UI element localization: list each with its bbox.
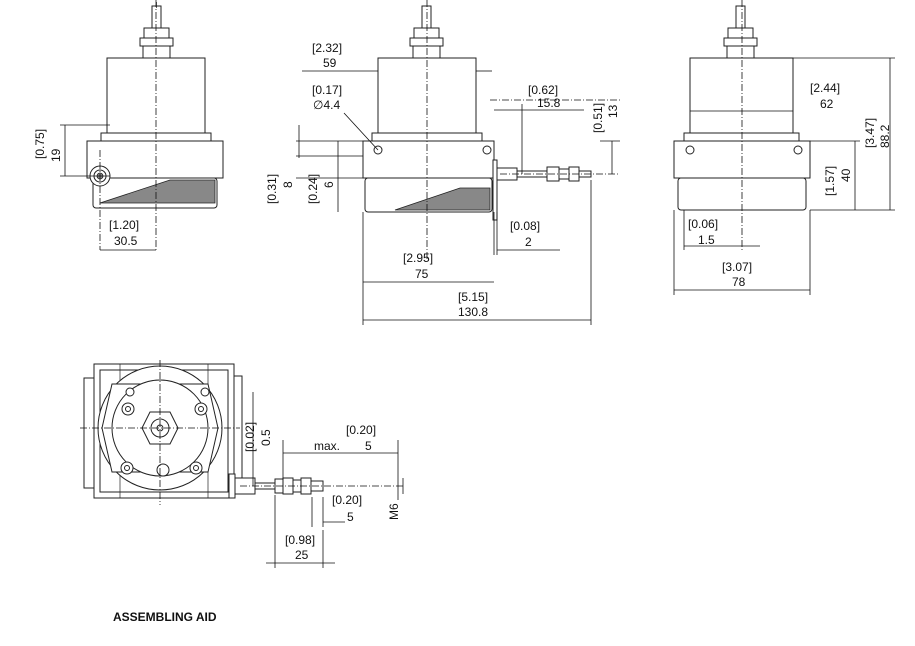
front-base-mm: 8	[281, 181, 295, 188]
front-plate-inch: [0.24]	[306, 174, 320, 204]
front-rod-mm: 15.8	[537, 96, 561, 110]
right-height-inch: [3.47]	[863, 118, 877, 148]
left-offset-inch: [1.20]	[109, 218, 139, 232]
top-length-mm: 25	[295, 548, 309, 562]
front-base-inch: [0.31]	[265, 174, 279, 204]
front-rodh-mm: 13	[606, 104, 620, 118]
right-inner-inch: [2.44]	[810, 81, 840, 95]
top-maxlen-inch: [0.20]	[346, 423, 376, 437]
top-length-inch: [0.98]	[285, 533, 315, 547]
right-width-mm: 78	[732, 275, 746, 289]
front-total-mm: 130.8	[458, 305, 488, 319]
side-view-right	[673, 0, 895, 295]
front-top-inch: [2.32]	[312, 41, 342, 55]
top-axis-inch: [0.02]	[243, 422, 257, 452]
left-offset-mm: 30.5	[114, 234, 138, 248]
front-width-inch: [2.95]	[403, 251, 433, 265]
front-plate-mm: 6	[322, 181, 336, 188]
front-width-mm: 75	[415, 267, 429, 281]
top-axis-mm: 0.5	[259, 429, 273, 446]
assembling-aid-caption: ASSEMBLING AID	[113, 610, 217, 624]
front-hole-mm: ∅4.4	[313, 98, 340, 112]
right-inner-mm: 62	[820, 97, 834, 111]
top-max-label: max.	[314, 439, 340, 453]
right-off-inch: [0.06]	[688, 217, 718, 231]
top-thread: M6	[387, 503, 401, 520]
left-height-mm: 19	[49, 148, 63, 162]
front-rod-inch: [0.62]	[528, 83, 558, 97]
front-hole-inch: [0.17]	[312, 83, 342, 97]
right-off-mm: 1.5	[698, 233, 715, 247]
right-height-mm: 88.2	[878, 124, 892, 148]
front-total-inch: [5.15]	[458, 290, 488, 304]
top-nut-mm: 5	[347, 510, 354, 524]
top-view	[80, 360, 405, 568]
right-base-mm: 40	[839, 168, 853, 182]
left-height-inch: [0.75]	[33, 129, 47, 159]
top-nut-inch: [0.20]	[332, 493, 362, 507]
front-gap-inch: [0.08]	[510, 219, 540, 233]
top-maxlen-mm: 5	[365, 439, 372, 453]
front-rodh-inch: [0.51]	[591, 103, 605, 133]
front-gap-mm: 2	[525, 235, 532, 249]
right-base-inch: [1.57]	[823, 166, 837, 196]
side-view-left	[60, 0, 224, 251]
right-width-inch: [3.07]	[722, 260, 752, 274]
front-view	[296, 0, 620, 325]
front-top-mm: 59	[323, 56, 337, 70]
